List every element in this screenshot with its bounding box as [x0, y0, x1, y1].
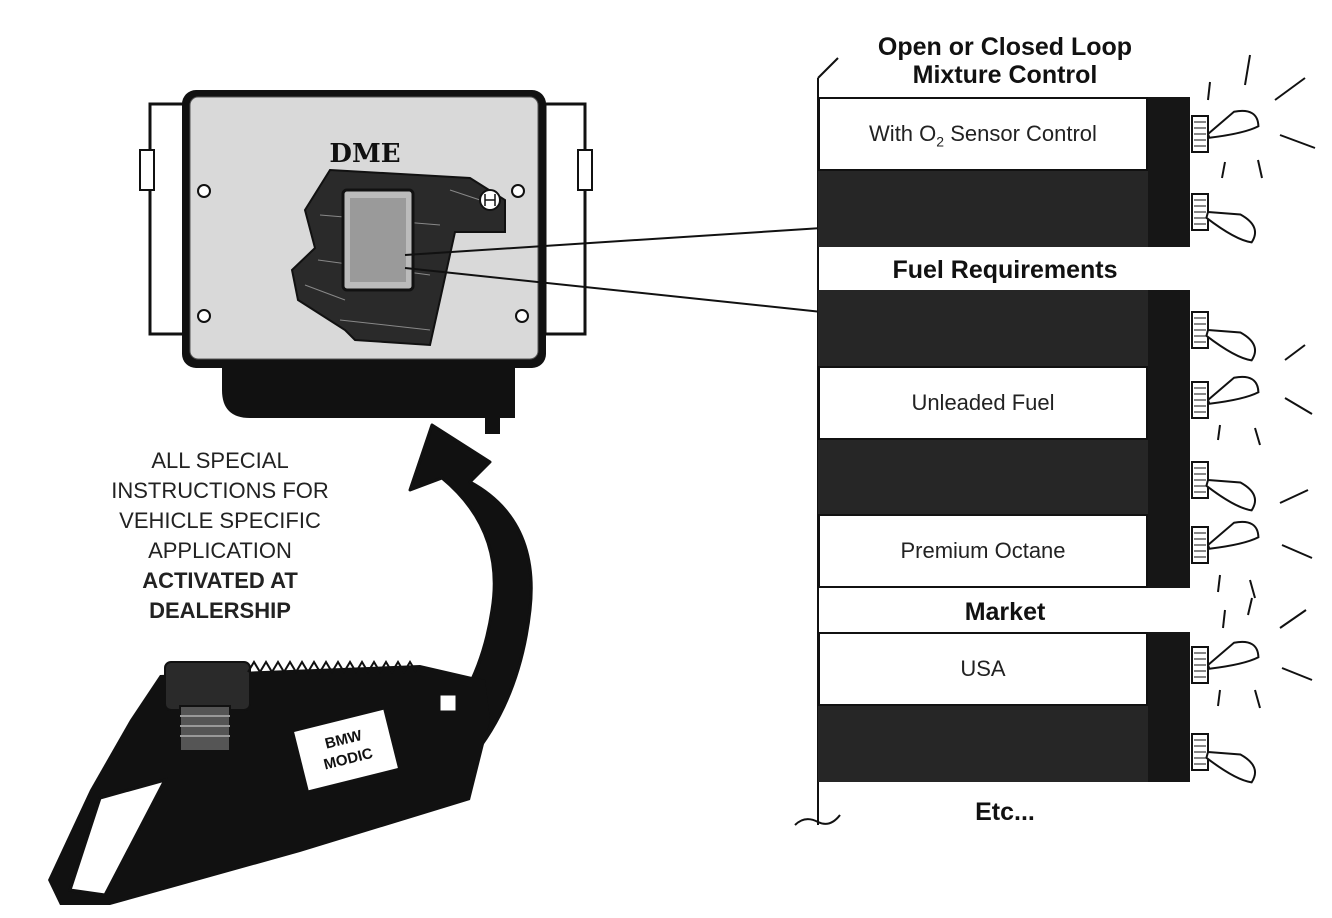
row-o2-subscript: 2 [936, 133, 945, 150]
row-usa: USA [818, 632, 1148, 706]
dme-right-flange [543, 102, 587, 336]
activation-arrow [408, 423, 533, 762]
row-hidden-fuel-2 [818, 440, 1148, 514]
row-hidden-market [818, 706, 1148, 782]
panel-side-block-1 [1148, 97, 1190, 247]
callout-line-bottom [404, 267, 823, 313]
dme-label: DME [329, 139, 401, 169]
note-line-4: APPLICATION [148, 538, 292, 563]
row-o2-text-rest: Sensor Control [944, 121, 1097, 146]
dme-circuit-board [290, 168, 506, 347]
tester-connector [164, 661, 251, 711]
note-bold-line-2: DEALERSHIP [149, 598, 291, 623]
panel-footer-etc: Etc... [975, 798, 1035, 826]
header-fuel-requirements: Fuel Requirements [892, 256, 1118, 284]
toggle-switches [1191, 110, 1260, 784]
row-o2-sensor-control: With O2 Sensor Control [818, 97, 1148, 171]
modic-tester [48, 660, 490, 905]
header-mixture-line-1: Open or Closed Loop [877, 33, 1133, 61]
header-mixture-line-2: Mixture Control [912, 61, 1098, 89]
row-o2-text: With O [869, 121, 937, 146]
note-line-2: INSTRUCTIONS FOR [111, 478, 329, 503]
row-hidden-mixture [818, 171, 1148, 247]
tester-cable-coil [247, 660, 417, 674]
row-hidden-fuel-1 [818, 290, 1148, 366]
dme-connector [222, 368, 515, 434]
header-market: Market [964, 598, 1046, 626]
panel-side-block-2 [1148, 290, 1190, 588]
switch-light-rays [1207, 54, 1316, 709]
note-line-3: VEHICLE SPECIFIC [119, 508, 321, 533]
note-line-1: ALL SPECIAL [151, 448, 289, 473]
dealership-note: ALL SPECIAL INSTRUCTIONS FOR VEHICLE SPE… [60, 446, 380, 626]
tester-handle-cutout [68, 777, 168, 897]
panel-side-block-3 [1148, 632, 1190, 782]
note-bold-line-1: ACTIVATED AT [142, 568, 298, 593]
tester-bmw-logo-icon [439, 694, 457, 712]
callout-line-top [404, 227, 823, 256]
row-unleaded-fuel: Unleaded Fuel [818, 366, 1148, 440]
header-mixture-control: Open or Closed Loop Mixture Control [830, 33, 1180, 89]
dme-screws [197, 184, 529, 323]
row-premium-octane: Premium Octane [818, 514, 1148, 588]
